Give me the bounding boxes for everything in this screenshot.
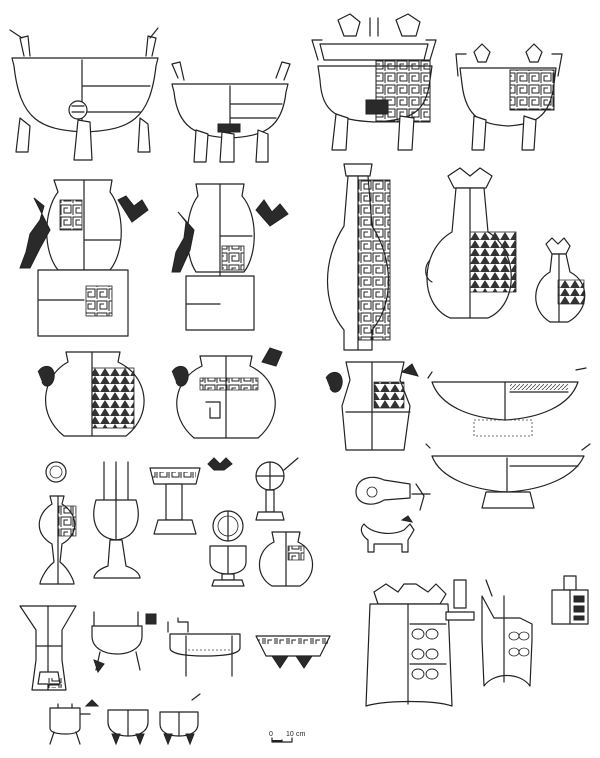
double-bird-lid-hu (425, 167, 517, 319)
scale-unit-label: cm (296, 731, 306, 738)
ring-mirror-stand (255, 457, 299, 521)
animal-handle-you-vessel (19, 179, 149, 337)
gu-beaker-tall (19, 605, 77, 691)
niu-bell-small (551, 575, 589, 625)
small-bird-hu (535, 237, 586, 323)
lidded-stem-cup (38, 461, 77, 585)
ding-cauldron-large (9, 27, 159, 161)
animal-figure (360, 515, 415, 553)
scale-bar: 0 10 cm (269, 731, 306, 743)
footed-basin-lower (425, 443, 591, 509)
ding-cauldron-medium (171, 61, 291, 163)
tall-lamp-stand (93, 461, 141, 579)
li-tripod-small (107, 709, 149, 746)
bird-handle-hu-vessel (171, 183, 289, 331)
yong-bell-hanging (445, 579, 533, 687)
low-footed-tray (255, 635, 331, 669)
square-tray-stand (167, 617, 241, 677)
ring-handle (212, 510, 244, 542)
animal-hu-vessel (325, 361, 419, 451)
lidded-ding-decorated (311, 13, 437, 151)
lidded-jar-small (258, 531, 314, 587)
fang-hu-tall-vase (327, 163, 391, 351)
lei-jar-handled (171, 347, 283, 439)
lidded-ding-small (455, 43, 563, 151)
scale-mid-label: 10 (286, 731, 294, 738)
footed-basin-upper (427, 367, 587, 437)
jia-tripod-small (49, 699, 100, 745)
footed-bowl-on-pedestal (149, 457, 233, 535)
bo-bell-large (365, 583, 453, 707)
small-ding-with-legs (91, 611, 157, 674)
scale-start-label: 0 (269, 731, 273, 738)
small-goblet (209, 545, 247, 587)
lei-jar-decorated (37, 351, 145, 437)
ding-tripod-tiny (159, 693, 201, 746)
ladle-with-handle (355, 476, 431, 511)
